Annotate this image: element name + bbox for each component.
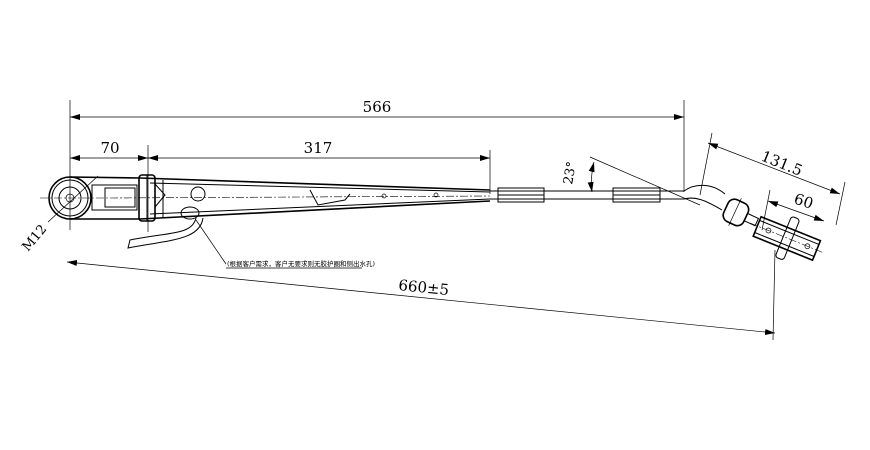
blade-clamp — [722, 198, 825, 262]
dimension-566: 566 — [69, 98, 685, 230]
hose-note: (根据客户需求，客户无要求则无胶护圈和侧出水孔) — [227, 259, 375, 268]
dimension-60: 60 — [761, 190, 825, 231]
dimension-660: 660±5 — [66, 249, 776, 341]
washer-hose — [127, 186, 206, 249]
dimension-70-label: 70 — [100, 139, 119, 157]
arm-body — [69, 174, 491, 222]
dimension-660-label: 660±5 — [398, 276, 450, 299]
dimension-131-5: 131.5 — [699, 132, 846, 226]
arm-rod — [490, 184, 726, 211]
thread-label: M12 — [20, 222, 51, 255]
pivot-head — [40, 176, 110, 220]
dimension-317-label: 317 — [304, 139, 333, 157]
dimension-131-5-label: 131.5 — [759, 147, 806, 180]
dimension-60-label: 60 — [792, 190, 816, 213]
dimension-566-label: 566 — [363, 98, 392, 116]
dimension-317: 317 — [148, 139, 491, 194]
dimension-angle: 23° — [561, 156, 701, 206]
angle-label: 23° — [561, 160, 580, 185]
hose-note-callout: (根据客户需求，客户无要求则无胶护圈和侧出水孔) — [195, 219, 375, 269]
